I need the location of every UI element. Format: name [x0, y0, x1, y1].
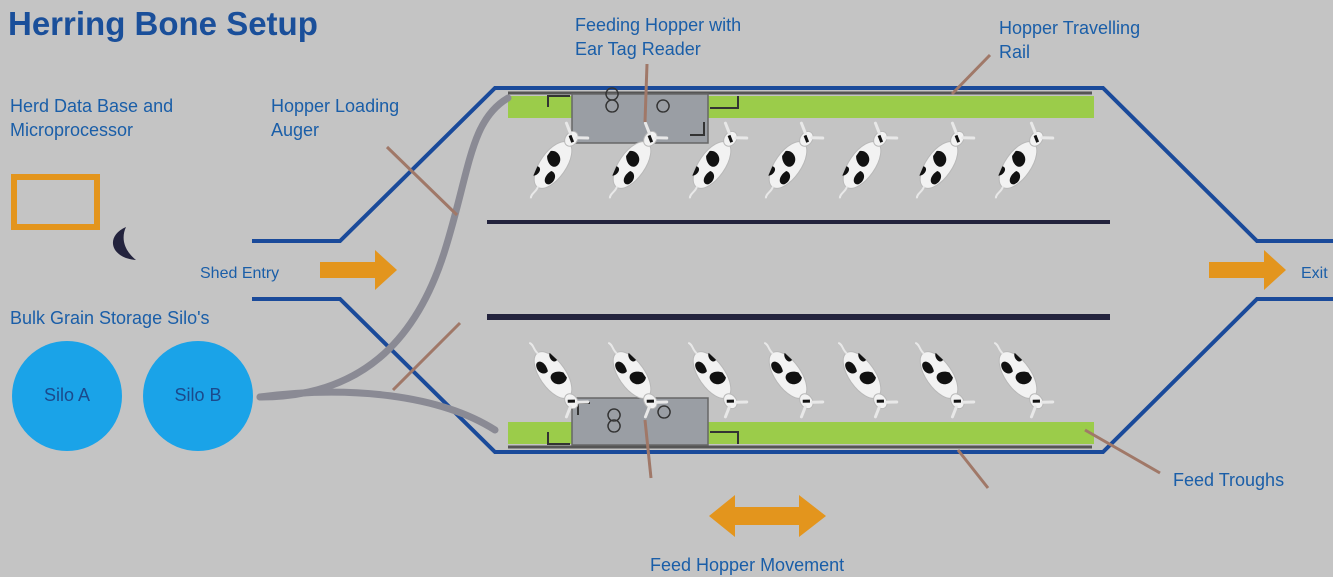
cow: [982, 121, 1055, 207]
cow: [826, 121, 899, 207]
feed-troughs-label: Feed Troughs: [1173, 470, 1285, 490]
mouse-icon: [112, 227, 136, 260]
feeding-hopper-bottom: [547, 397, 739, 446]
page-title: Herring Bone Setup: [8, 5, 318, 42]
cow: [903, 121, 976, 207]
feeding-hopper-top: [547, 87, 739, 144]
silo-b-label: Silo B: [174, 385, 222, 405]
exit-arrow: [1209, 250, 1286, 290]
feeding-hopper-label: Feeding Hopper with Ear Tag Reader: [575, 15, 742, 59]
cow: [517, 333, 590, 419]
entry-arrow: [320, 250, 397, 290]
cow: [752, 121, 825, 207]
cow: [517, 121, 590, 207]
cow: [903, 333, 976, 419]
cow: [982, 333, 1055, 419]
exit-label: Exit: [1301, 265, 1328, 282]
travelling-rail-label: Hopper Travelling Rail: [999, 18, 1141, 62]
silo-a-label: Silo A: [43, 385, 91, 405]
loading-auger-pipe-bottom: [256, 388, 499, 434]
herd-database-label: Herd Data Base and Microprocessor: [10, 96, 174, 140]
bulk-grain-label: Bulk Grain Storage Silo's: [10, 308, 210, 328]
cow: [752, 333, 825, 419]
cow: [826, 333, 899, 419]
silo-a: [12, 341, 122, 451]
shed-entry-label: Shed Entry: [200, 265, 280, 282]
shed-wall-bottom: [252, 297, 1333, 454]
loading-auger-label: Hopper Loading Auger: [271, 96, 400, 140]
silo-b: [143, 341, 253, 451]
monitor-icon: [11, 174, 100, 230]
leader-lines: [385, 53, 1161, 489]
hopper-movement-label: Feed Hopper Movement: [650, 555, 845, 575]
shed-wall-top: [252, 86, 1333, 243]
loading-auger-pipe-top: [256, 94, 512, 401]
hopper-movement-arrow: [709, 495, 826, 537]
